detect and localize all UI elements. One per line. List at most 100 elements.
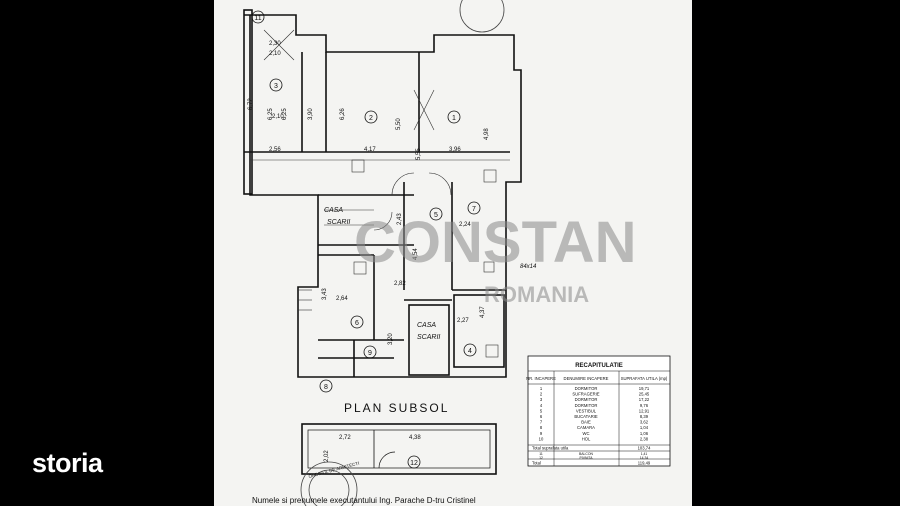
recap-cell: 2 [540, 392, 543, 397]
recap-cell: 19,71 [639, 386, 650, 391]
room-number: 5 [434, 212, 438, 219]
stamp-text: ORDINUL DE ARHITECTI [308, 461, 360, 479]
recap-cell: BUCATARIE [574, 414, 598, 419]
floor-plan-drawing: 1 2 3 4 5 6 7 8 9 11 12 CASA SCARII CASA… [243, 0, 671, 506]
svg-text:3,96: 3,96 [449, 147, 461, 153]
plan-walls [243, 9, 522, 378]
recap-cell: 6 [540, 414, 543, 419]
svg-text:3,20: 3,20 [388, 333, 394, 345]
floor-plan-document: 1 2 3 4 5 6 7 8 9 11 12 CASA SCARII CASA… [214, 0, 692, 506]
recap-cell: DORMITOR [575, 403, 598, 408]
svg-text:2,10: 2,10 [269, 51, 281, 57]
svg-text:2,24: 2,24 [459, 222, 471, 228]
room-markers [251, 10, 481, 469]
watermark-main: CONSTAN [354, 210, 636, 275]
recap-cell: 1,06 [640, 431, 649, 436]
room-number: 9 [368, 350, 372, 357]
recap-cell: 3,62 [640, 420, 649, 425]
stairs-label: SCARII [327, 219, 350, 226]
stairs-label: SCARII [417, 334, 440, 341]
recap-cell: 8,39 [640, 414, 649, 419]
svg-text:3,43: 3,43 [322, 288, 328, 300]
svg-text:2,72: 2,72 [339, 435, 351, 441]
svg-text:3,90: 3,90 [308, 108, 314, 120]
storia-logo: storia [32, 448, 103, 478]
svg-text:5,50: 5,50 [396, 118, 402, 130]
svg-text:6,72: 6,72 [248, 98, 254, 110]
recap-total-util: 103,74 [638, 446, 651, 451]
recap-cell: 12,91 [639, 408, 650, 413]
room-number: 8 [324, 384, 328, 391]
recap-cell: 25,45 [639, 392, 650, 397]
window-note: 84x14 [520, 264, 537, 270]
svg-text:2,02: 2,02 [324, 450, 330, 462]
stairs-labels: CASA SCARII CASA SCARII 84x14 [324, 207, 537, 341]
svg-text:6,26: 6,26 [340, 108, 346, 120]
recap-total-label: Total [532, 461, 541, 466]
room-number: 3 [274, 83, 278, 90]
recap-cell: WC [583, 431, 590, 436]
recap-cell: 11 [539, 452, 543, 456]
recap-total: 119,49 [638, 461, 651, 466]
dimension-labels: 6,72 6,25 3,90 6,26 5,50 4,98 2,56 4,17 … [248, 41, 490, 462]
svg-text:2,43: 2,43 [397, 213, 403, 225]
basement-walls [301, 423, 497, 475]
room-number: 11 [254, 15, 261, 22]
recap-cell: 1,41 [641, 452, 648, 456]
room-number: 2 [369, 115, 373, 122]
recap-cell: SUFRAGERIE [572, 392, 599, 397]
recap-cell: 17,22 [639, 397, 650, 402]
recap-cell: HOL [582, 436, 591, 441]
recap-total-util-label: Total suprafata utila [532, 446, 569, 451]
recap-cell: DORMITOR [575, 386, 598, 391]
svg-text:6,25: 6,25 [268, 108, 274, 120]
recap-cell: 7 [540, 420, 543, 425]
footer-text: Numele si prenumele executantului Ing. P… [252, 496, 476, 505]
stairs-label: CASA [417, 322, 436, 329]
recap-cell: 12 [539, 456, 543, 460]
svg-text:2,30: 2,30 [269, 41, 281, 47]
svg-text:4,98: 4,98 [484, 128, 490, 140]
recap-cell: 9,76 [640, 403, 649, 408]
recap-cell: 14,34 [640, 456, 649, 460]
room-numbers: 1 2 3 4 5 6 7 8 9 11 12 [254, 15, 476, 467]
recap-cell: PIVNITA [580, 456, 594, 460]
recap-cell: 3 [540, 397, 543, 402]
recap-cell: BALCON [579, 452, 593, 456]
recap-title: RECAPITULATIE [575, 363, 623, 369]
room-number: 6 [355, 320, 359, 327]
plan-title: PLAN SUBSOL [344, 401, 449, 415]
svg-text:2,82: 2,82 [394, 281, 406, 287]
recap-cell: DORMITOR [575, 397, 598, 402]
svg-text:4,37: 4,37 [480, 306, 486, 318]
recap-table: RECAPITULATIE NR. INCAPERE DENUMIRE INCA… [526, 355, 671, 467]
recap-cell: 2,38 [640, 436, 649, 441]
stamp [300, 0, 505, 506]
svg-text:4,54: 4,54 [413, 248, 419, 260]
recap-cell: BAIE [581, 420, 591, 425]
stairs-label: CASA [324, 207, 343, 214]
watermark-sub: ROMANIA [484, 282, 589, 307]
svg-text:2,27: 2,27 [457, 318, 469, 324]
recap-cell: 1,04 [640, 425, 649, 430]
recap-cell: 4 [540, 403, 543, 408]
recap-cell: 9 [540, 431, 543, 436]
recap-headers: NR. INCAPERE DENUMIRE INCAPERE SUPRAFATA… [526, 376, 668, 381]
svg-text:6,25: 6,25 [282, 108, 288, 120]
plan-details [250, 29, 510, 358]
svg-text:2,64: 2,64 [336, 296, 348, 302]
room-number: 7 [472, 206, 476, 213]
svg-text:SUPRAFATA UTILA (mp): SUPRAFATA UTILA (mp) [621, 376, 668, 381]
svg-text:4,38: 4,38 [409, 435, 421, 441]
room-number: 12 [410, 460, 418, 467]
recap-cell: 5 [540, 408, 543, 413]
svg-text:5,55: 5,55 [416, 148, 422, 160]
recap-cell: 8 [540, 425, 543, 430]
svg-text:4,17: 4,17 [364, 147, 376, 153]
svg-text:DENUMIRE INCAPERE: DENUMIRE INCAPERE [564, 376, 609, 381]
recap-cell: CAMARA [577, 425, 595, 430]
recap-cell: VESTIBUL [576, 408, 597, 413]
recap-cell: 1 [540, 386, 543, 391]
svg-text:2,10: 2,10 [272, 114, 284, 120]
room-number: 1 [452, 115, 456, 122]
